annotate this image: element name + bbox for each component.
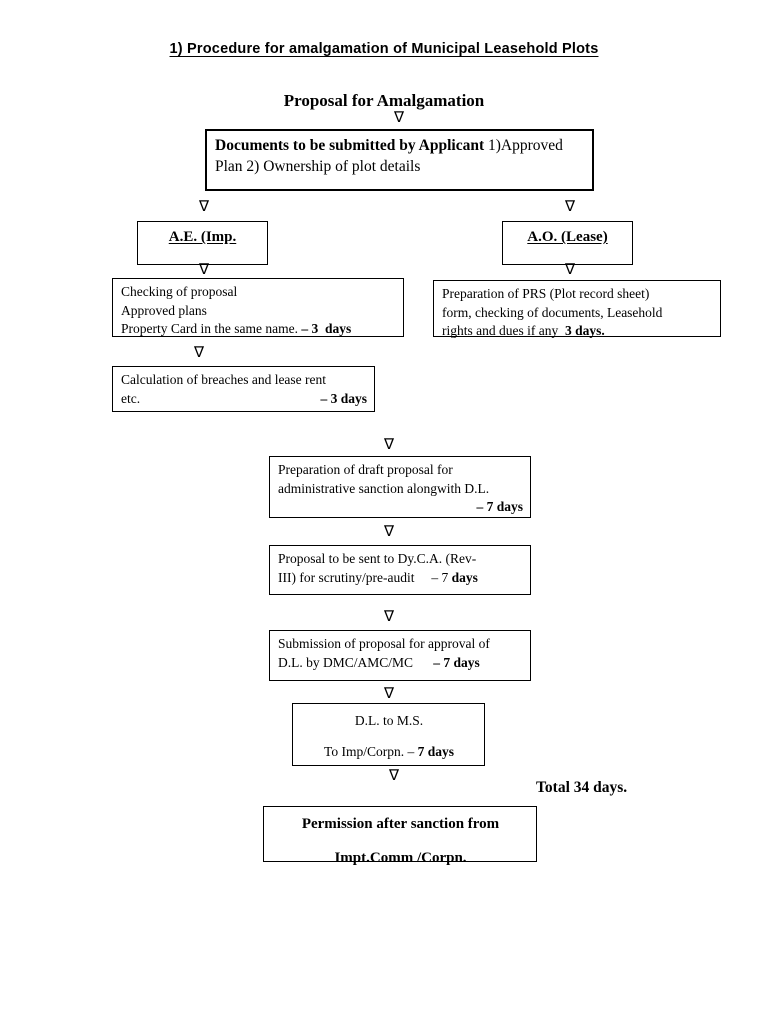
node-prs-line-2: form, checking of documents, Leasehold [442,304,663,320]
node-checking-duration: – 3 days [301,321,352,337]
arrow-down-icon: ∇ [383,607,395,625]
node-prs-preparation: Preparation of PRS (Plot record sheet) f… [433,280,721,338]
node-role-ae-label: A.E. (Imp. [168,229,237,245]
page-title: 1) Procedure for amalgamation of Municip… [0,41,768,57]
node-submission-line-2: D.L. by DMC/AMC/MC – 7 days [278,654,523,673]
page-subtitle: Proposal for Amalgamation [283,91,485,110]
node-permission-line-2: Impt.Comm /Corpn. [334,849,467,866]
node-role-ae: A.E. (Imp. [137,221,268,265]
arrow-down-icon: ∇ [564,260,576,278]
node-prs-line-3: rights and dues if any 3 days. [442,322,713,341]
arrow-down-icon: ∇ [383,522,395,540]
arrow-down-icon: ∇ [383,435,395,453]
page-title-text: 1) Procedure for amalgamation of Municip… [169,41,599,57]
node-calculation-line-2-text: etc. [121,390,141,406]
arrow-down-icon: ∇ [564,197,576,215]
node-draft-proposal: Preparation of draft proposal for admini… [269,456,531,518]
arrow-down-icon: ∇ [393,108,405,126]
node-checking-line-3-text: Property Card in the same name. [121,321,302,337]
node-dyca-line-2-text: III) for scrutiny/pre-audit – 7 [278,569,452,585]
total-days-note: Total 34 days. [536,779,628,796]
node-prs-duration: 3 days. [564,323,605,339]
node-role-ao: A.O. (Lease) [502,221,633,265]
node-prs-line-3-text: rights and dues if any [442,323,565,339]
arrow-down-icon: ∇ [198,197,210,215]
node-submission-approval: Submission of proposal for approval of D… [269,630,531,681]
node-draft-line-2: administrative sanction alongwith D.L. [278,480,490,496]
node-dyca-duration: days [451,569,478,585]
node-submission-line-2-text: D.L. by DMC/AMC/MC [278,654,434,670]
node-checking-line-2: Approved plans [121,302,207,318]
node-documents-items: 1)Approved Plan 2) Ownership of plot det… [215,137,563,176]
node-checking-line-3: Property Card in the same name. – 3 days [121,320,396,339]
node-documents-to-submit: Documents to be submitted by Applicant 1… [205,129,594,191]
node-dl-to-ms-line-2-text: To Imp/Corpn. – [324,743,418,759]
node-calculation-line-1: Calculation of breaches and lease rent [121,372,327,387]
node-calculation-line-2: etc. – 3 days [121,390,367,409]
node-dyca-scrutiny: Proposal to be sent to Dy.C.A. (Rev- III… [269,545,531,595]
node-dl-to-ms-line-2: To Imp/Corpn. – 7 days [301,743,477,762]
node-dl-to-ms-duration: 7 days [417,743,454,759]
node-draft-line-1: Preparation of draft proposal for [278,462,453,477]
node-checking-proposal: Checking of proposal Approved plans Prop… [112,278,404,337]
arrow-down-icon: ∇ [193,343,205,361]
arrow-down-icon: ∇ [198,260,210,278]
arrow-down-icon: ∇ [388,766,400,784]
node-dl-to-ms: D.L. to M.S. To Imp/Corpn. – 7 days [292,703,485,766]
node-dl-to-ms-line-1: D.L. to M.S. [354,713,424,728]
node-submission-duration: – 7 days [433,654,480,670]
node-documents-heading: Documents to be submitted by Applicant [215,137,485,154]
node-dyca-line-2: III) for scrutiny/pre-audit – 7 days [278,569,523,588]
node-prs-line-1: Preparation of PRS (Plot record sheet) [442,286,650,301]
node-calculation-duration: – 3 days [320,390,367,406]
node-calculation-breaches: Calculation of breaches and lease rent e… [112,366,375,412]
node-dyca-line-1: Proposal to be sent to Dy.C.A. (Rev- [278,551,477,566]
node-permission-line-1: Permission after sanction from [301,816,500,832]
node-checking-line-1: Checking of proposal [121,284,238,299]
node-permission-after-sanction: Permission after sanction from Impt.Comm… [263,806,537,866]
arrow-down-icon: ∇ [383,684,395,702]
node-submission-line-1: Submission of proposal for approval of [278,636,490,651]
node-draft-duration: – 7 days [476,499,523,515]
node-role-ao-label: A.O. (Lease) [527,229,608,245]
